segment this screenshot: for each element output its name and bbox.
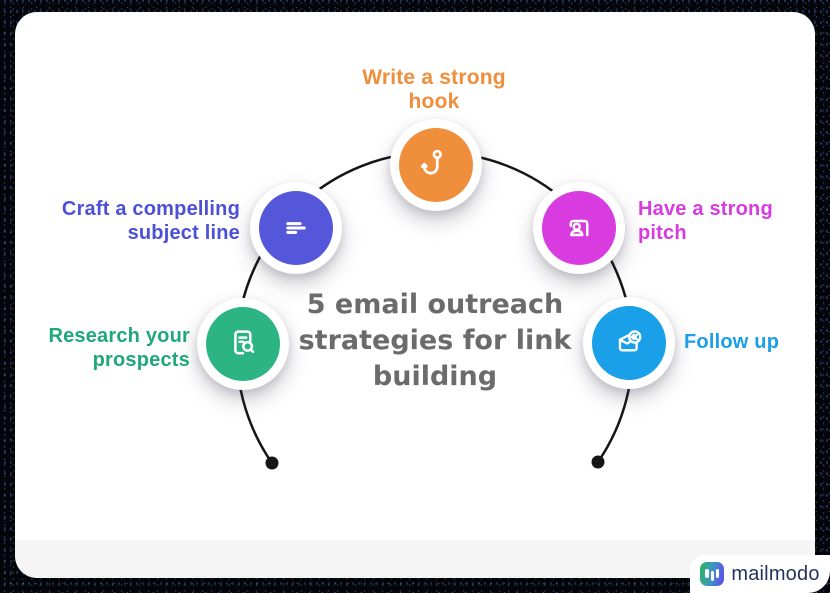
brand-name: mailmodo (731, 562, 820, 585)
node-research-prospects (197, 298, 289, 390)
label-follow-up: Follow up (684, 331, 780, 353)
mailmodo-logo-icon (700, 562, 725, 586)
node-follow-up (583, 297, 675, 389)
fishing-hook-icon (420, 149, 442, 175)
document-search-icon (234, 330, 255, 355)
text-lines-icon (286, 222, 306, 234)
label-strong-hook: Write a strong hook (362, 66, 506, 113)
label-strong-pitch: Have a strong pitch (638, 198, 773, 244)
node-subject-line (250, 182, 342, 274)
brand-badge: mailmodo (690, 555, 830, 593)
node-strong-pitch (533, 182, 625, 274)
footer-strip (15, 540, 815, 578)
label-research-prospects: Research your prospects (48, 325, 190, 371)
subject-line-disc (259, 191, 333, 265)
research-disc (206, 307, 280, 381)
infographic-card (15, 12, 815, 578)
diagram-title: 5 email outreach strategies for link bui… (298, 289, 572, 392)
node-strong-hook (390, 119, 482, 211)
follow-up-disc (592, 306, 666, 380)
presenter-icon (569, 219, 589, 237)
strong-pitch-disc (542, 191, 616, 265)
strong-hook-disc (399, 128, 473, 202)
label-subject-line: Craft a compelling subject line (61, 198, 240, 244)
envelope-reply-icon (618, 330, 642, 352)
